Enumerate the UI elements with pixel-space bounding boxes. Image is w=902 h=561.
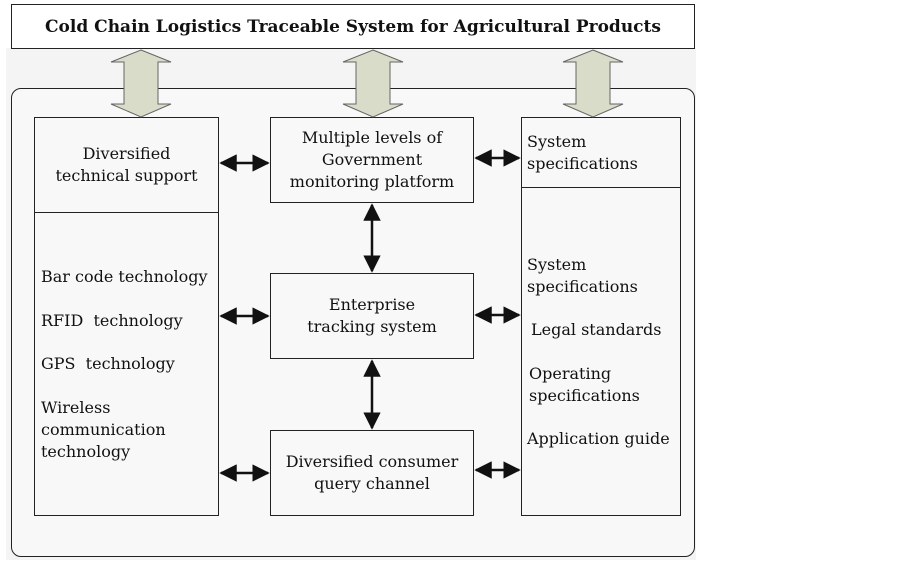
enterprise-tracking-text: Enterprise tracking system xyxy=(307,295,437,336)
spec-item-legal: Legal standards xyxy=(531,320,662,339)
tech-item-rfid: RFID technology xyxy=(41,311,183,330)
spec-item-application: Application guide xyxy=(527,429,670,448)
consumer-query-text: Diversified consumer query channel xyxy=(285,452,459,493)
technical-support-header-text: Diversified technical support xyxy=(55,144,198,185)
tech-item-barcode: Bar code technology xyxy=(41,267,208,286)
enterprise-tracking-box: Enterprise tracking system xyxy=(270,273,474,359)
technical-support-header: Diversified technical support xyxy=(35,118,218,212)
specifications-divider xyxy=(522,187,680,188)
specifications-panel: System specifications System specificati… xyxy=(521,117,681,516)
spec-item-system: System specifications xyxy=(527,255,638,296)
spec-item-operating: Operating specifications xyxy=(529,364,640,405)
specifications-header: System specifications xyxy=(522,118,680,187)
tech-item-gps: GPS technology xyxy=(41,354,175,373)
specifications-header-text: System specifications xyxy=(527,131,638,173)
consumer-query-box: Diversified consumer query channel xyxy=(270,430,474,516)
system-title: Cold Chain Logistics Traceable System fo… xyxy=(11,4,695,49)
government-monitoring-text: Multiple levels of Government monitoring… xyxy=(289,128,455,191)
technical-support-divider xyxy=(35,212,218,213)
tech-item-wireless: Wireless communication technology xyxy=(41,398,166,461)
technical-support-panel: Diversified technical support Bar code t… xyxy=(34,117,219,516)
government-monitoring-box: Multiple levels of Government monitoring… xyxy=(270,117,474,203)
